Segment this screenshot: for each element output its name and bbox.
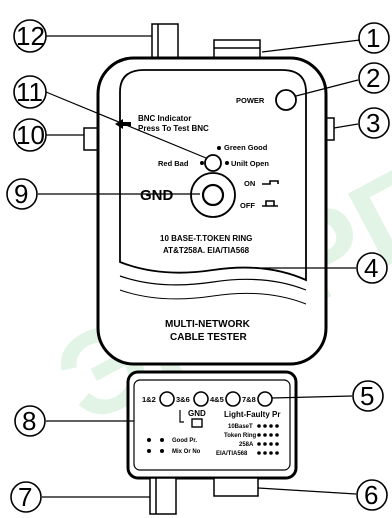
callout-lines bbox=[38, 35, 361, 498]
power-label: POWER bbox=[236, 96, 265, 105]
callout-3: 3 bbox=[366, 108, 380, 138]
gnd-switch-knob-icon bbox=[201, 183, 225, 207]
bottom-bnc-connector bbox=[149, 477, 177, 515]
pair-label-2: 3&6 bbox=[176, 395, 190, 404]
led-red-label: Red Bad bbox=[158, 159, 189, 168]
led-unit-open-label: Unilt Open bbox=[231, 159, 269, 168]
callout-10: 10 bbox=[16, 120, 45, 150]
product-title-line-1: MULTI-NETWORK bbox=[165, 319, 251, 330]
switch-on-label: ON bbox=[244, 179, 255, 188]
bnc-indicator-subtitle: Press To Test BNC bbox=[138, 124, 209, 133]
standards-line-1: 10 BASE-T.TOKEN RING bbox=[160, 234, 252, 243]
gnd-label: GND bbox=[140, 187, 174, 204]
callout-9: 9 bbox=[14, 179, 28, 209]
callout-5: 5 bbox=[360, 381, 374, 411]
legend-row-4: EIA/TIA568 bbox=[216, 451, 248, 457]
pair-led-1-icon bbox=[159, 391, 175, 407]
remote-gnd-led-box bbox=[191, 418, 203, 428]
remote-gnd-led-icon bbox=[179, 410, 184, 423]
callout-4: 4 bbox=[364, 253, 378, 283]
pair-led-4-icon bbox=[257, 391, 273, 407]
callout-2: 2 bbox=[366, 63, 380, 93]
mix-or-no-label: Mix Or No bbox=[172, 449, 201, 455]
mix-dot-icon bbox=[147, 449, 151, 453]
pair-led-3-icon bbox=[225, 391, 241, 407]
mix-dot-2-icon bbox=[160, 449, 164, 453]
green-dot-icon bbox=[217, 146, 221, 150]
legend-table: 10BaseT Token Ring 258A EIA/TIA568 bbox=[216, 424, 279, 457]
callout-1: 1 bbox=[366, 23, 380, 53]
callout-7: 7 bbox=[18, 482, 32, 512]
legend-title: Light-Faulty Pr bbox=[224, 410, 280, 419]
pair-label-1: 1&2 bbox=[142, 395, 156, 404]
faceplate-wave bbox=[119, 275, 307, 291]
power-led-icon bbox=[275, 89, 297, 111]
pair-label-4: 7&8 bbox=[242, 395, 256, 404]
bottom-rj45-jack bbox=[213, 477, 259, 497]
legend-dots-icon bbox=[257, 424, 279, 455]
callout-numbers: 12 1 2 3 4 5 6 7 8 9 10 11 bbox=[6, 19, 390, 513]
good-pr-dot-2-icon bbox=[160, 438, 164, 442]
remote-gnd-label: GND bbox=[188, 409, 206, 418]
product-title-line-2: CABLE TESTER bbox=[170, 332, 247, 343]
callout-6: 6 bbox=[364, 480, 378, 510]
switch-off-icon bbox=[262, 200, 278, 207]
faceplate-wave-2 bbox=[119, 289, 307, 305]
pair-leds: 1&2 3&6 4&5 7&8 bbox=[142, 391, 273, 407]
callout-12: 12 bbox=[16, 21, 45, 51]
red-dot-icon bbox=[200, 161, 204, 165]
standards-line-2: AT&T258A. EIA/TIA568 bbox=[163, 246, 250, 255]
switch-on-icon bbox=[262, 180, 279, 185]
pair-led-2-icon bbox=[193, 391, 209, 407]
legend-row-3: 258A bbox=[239, 442, 254, 448]
legend-row-1: 10BaseT bbox=[228, 424, 253, 430]
callout-11: 11 bbox=[16, 77, 43, 107]
callout-8: 8 bbox=[22, 406, 36, 436]
bnc-led-icon bbox=[204, 154, 222, 172]
led-green-label: Green Good bbox=[224, 143, 268, 152]
switch-off-label: OFF bbox=[240, 201, 255, 210]
pair-label-3: 4&5 bbox=[210, 395, 224, 404]
bnc-indicator-title: BNC Indicator bbox=[138, 114, 191, 123]
good-pr-label: Good Pr. bbox=[172, 438, 197, 444]
good-pr-dot-icon bbox=[147, 438, 151, 442]
legend-row-2: Token Ring bbox=[224, 433, 257, 439]
open-dot-icon bbox=[225, 161, 229, 165]
